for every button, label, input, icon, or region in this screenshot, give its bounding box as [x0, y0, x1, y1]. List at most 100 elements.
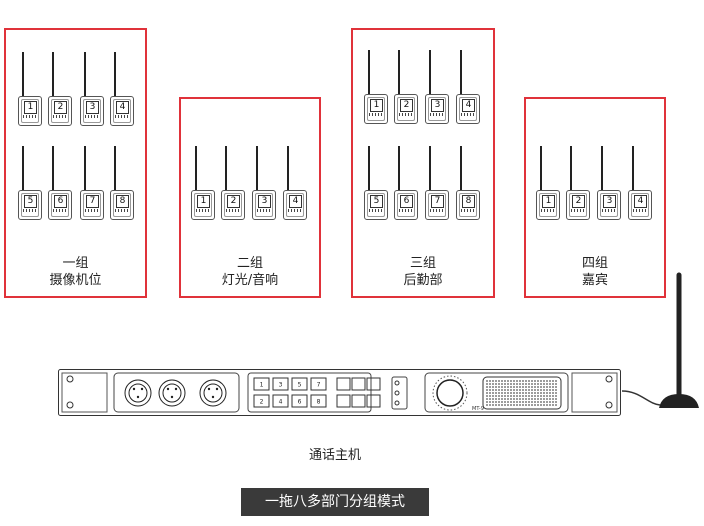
- bodypack-number: 1: [24, 101, 37, 114]
- bodypack-transceiver: 5: [18, 190, 42, 220]
- group-1-subtitle: 摄像机位: [49, 273, 102, 288]
- antenna-icon: [570, 146, 572, 190]
- speaker-key-icon[interactable]: [366, 394, 381, 408]
- bodypack-grille-icon: [115, 209, 129, 212]
- bodypack-number: 2: [54, 101, 67, 114]
- bodypack-grille-icon: [633, 209, 647, 212]
- bodypack-number: 2: [227, 195, 240, 208]
- talk-key-icon[interactable]: [351, 377, 366, 391]
- group-key-icon[interactable]: [351, 394, 366, 408]
- bodypack-transceiver: 1: [18, 96, 42, 126]
- channel-key-label: 8: [317, 399, 321, 406]
- call-key-icon[interactable]: [366, 377, 381, 391]
- bodypack-transceiver: 2: [48, 96, 72, 126]
- xlr-connector-icon: [199, 379, 227, 407]
- control-panel: [424, 372, 569, 413]
- bodypack-number: 2: [572, 195, 585, 208]
- bodypack-grille-icon: [196, 209, 210, 212]
- antenna-icon: [22, 146, 24, 190]
- channel-key-label: 1: [260, 382, 264, 389]
- bodypack-grille-icon: [23, 115, 37, 118]
- bodypack-number: 8: [116, 195, 129, 208]
- bodypack-number: 3: [603, 195, 616, 208]
- bodypack-transceiver: 3: [252, 190, 276, 220]
- antenna-base: [659, 394, 699, 408]
- bodypack-grille-icon: [430, 209, 444, 212]
- bodypack-grille-icon: [541, 209, 555, 212]
- bodypack-transceiver: 6: [394, 190, 418, 220]
- bodypack-number: 4: [634, 195, 647, 208]
- mic-key-icon[interactable]: [336, 394, 351, 408]
- indicator-panel: [391, 376, 408, 410]
- group-2-label: 二组 灯光/音响: [181, 255, 319, 289]
- antenna-icon: [225, 146, 227, 190]
- volume-knob-icon[interactable]: [436, 379, 464, 407]
- bodypack-number: 1: [542, 195, 555, 208]
- channel-key[interactable]: [310, 377, 327, 391]
- bodypack-number: 6: [400, 195, 413, 208]
- bodypack-transceiver: 5: [364, 190, 388, 220]
- antenna-icon: [84, 52, 86, 96]
- bodypack-transceiver: 1: [364, 94, 388, 124]
- channel-key-label: 6: [298, 399, 302, 406]
- external-antenna: [621, 272, 699, 408]
- bodypack-number: 5: [370, 195, 383, 208]
- bodypack-grille-icon: [115, 115, 129, 118]
- antenna-icon: [460, 146, 462, 190]
- bodypack-transceiver: 1: [536, 190, 560, 220]
- bodypack-number: 7: [431, 195, 444, 208]
- channel-key-label: 5: [298, 382, 302, 389]
- antenna-icon: [398, 146, 400, 190]
- channel-key[interactable]: [253, 394, 270, 408]
- bodypack-number: 8: [462, 195, 475, 208]
- bodypack-transceiver: 3: [425, 94, 449, 124]
- bodypack-transceiver: 2: [566, 190, 590, 220]
- antenna-cable: [621, 390, 661, 406]
- bodypack-transceiver: 8: [456, 190, 480, 220]
- keypad-panel: [247, 372, 372, 413]
- group-1-label: 一组 摄像机位: [6, 255, 145, 289]
- bodypack-transceiver: 6: [48, 190, 72, 220]
- headphone-key-icon[interactable]: [336, 377, 351, 391]
- channel-key[interactable]: [272, 394, 289, 408]
- bodypack-transceiver: 4: [456, 94, 480, 124]
- xlr-panel: [113, 372, 240, 413]
- antenna-icon: [429, 50, 431, 94]
- speaker-grille: [482, 376, 562, 410]
- antenna-icon: [195, 146, 197, 190]
- indicator-led-icon: [394, 390, 400, 396]
- channel-key[interactable]: [253, 377, 270, 391]
- bodypack-grille-icon: [226, 209, 240, 212]
- antenna-icon: [84, 146, 86, 190]
- bodypack-transceiver: 3: [597, 190, 621, 220]
- group-1-title: 一组: [62, 256, 89, 271]
- bodypack-transceiver: 7: [425, 190, 449, 220]
- bodypack-grille-icon: [399, 113, 413, 116]
- bodypack-number: 3: [258, 195, 271, 208]
- group-3-label: 三组 后勤部: [353, 255, 493, 289]
- channel-key-label: 3: [279, 382, 283, 389]
- knob-scale: [432, 375, 468, 411]
- group-1-box: 一组 摄像机位: [4, 28, 147, 298]
- bodypack-transceiver: 7: [80, 190, 104, 220]
- channel-key[interactable]: [291, 377, 308, 391]
- antenna-icon: [368, 146, 370, 190]
- bodypack-number: 2: [400, 99, 413, 112]
- bodypack-transceiver: 4: [110, 96, 134, 126]
- group-2-title: 二组: [236, 256, 263, 271]
- group-4-title: 四组: [581, 256, 608, 271]
- channel-key[interactable]: [291, 394, 308, 408]
- bodypack-transceiver: 2: [221, 190, 245, 220]
- bodypack-grille-icon: [369, 209, 383, 212]
- antenna-icon: [460, 50, 462, 94]
- group-4-subtitle: 嘉宾: [581, 273, 608, 288]
- bodypack-body: [48, 96, 72, 126]
- bodypack-number: 1: [370, 99, 383, 112]
- channel-key[interactable]: [272, 377, 289, 391]
- rack-screw-icon: [66, 375, 74, 383]
- bodypack-number: 4: [116, 101, 129, 114]
- channel-key[interactable]: [310, 394, 327, 408]
- antenna-icon: [601, 146, 603, 190]
- bodypack-grille-icon: [85, 115, 99, 118]
